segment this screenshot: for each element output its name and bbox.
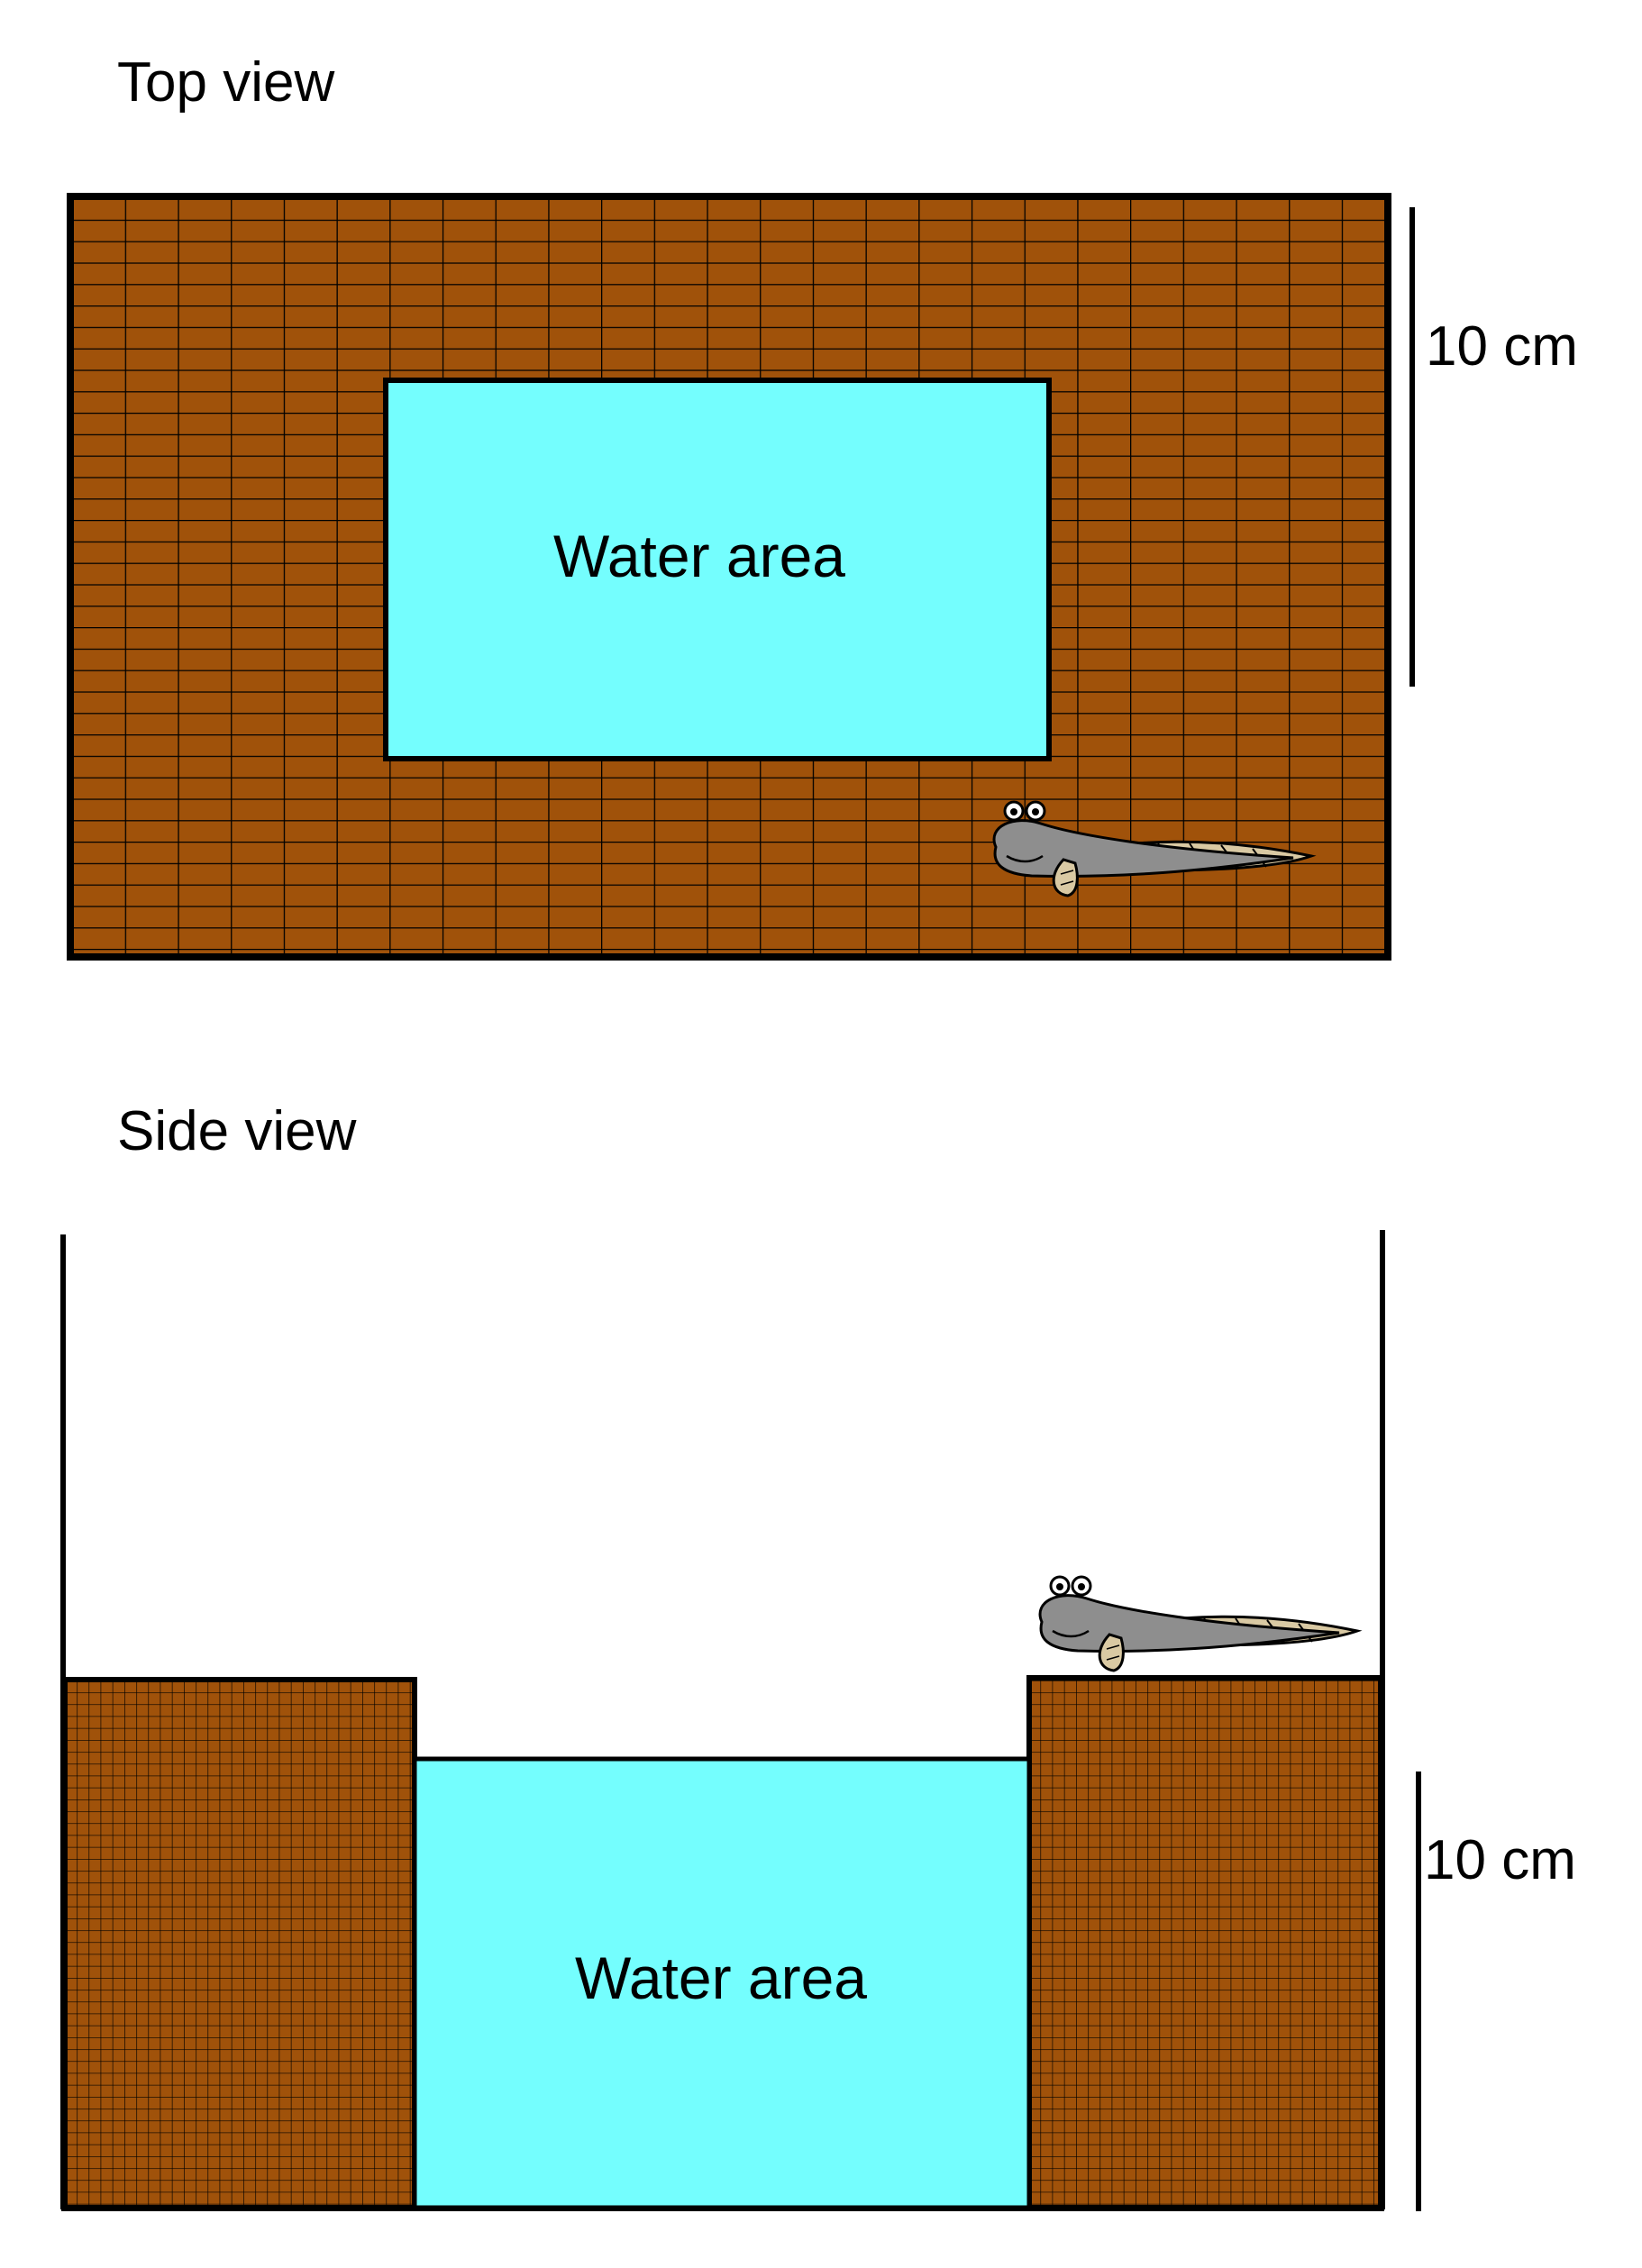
side-view-water-area (412, 1756, 1032, 2210)
top-view-scale-label: 10 cm (1426, 315, 1578, 378)
top-view-scale-bar: 10 cm (1409, 207, 1578, 687)
mudskipper-icon (1038, 1575, 1359, 1672)
top-view-water-label: Water area (553, 523, 845, 589)
top-view-title: Top view (117, 51, 334, 114)
top-view-water-area (383, 378, 1052, 761)
side-view-scale-bar: 10 cm (1416, 1772, 1576, 2211)
side-view-title: Side view (117, 1100, 357, 1162)
side-view-left-substrate (62, 1677, 417, 2210)
side-view-right-substrate (1026, 1675, 1383, 2210)
top-view-tank: Water area (67, 193, 1391, 961)
side-view-scale-label: 10 cm (1424, 1829, 1576, 1891)
side-view-tank: Water area (60, 1230, 1385, 2211)
side-view-water-label: Water area (575, 1945, 867, 2011)
